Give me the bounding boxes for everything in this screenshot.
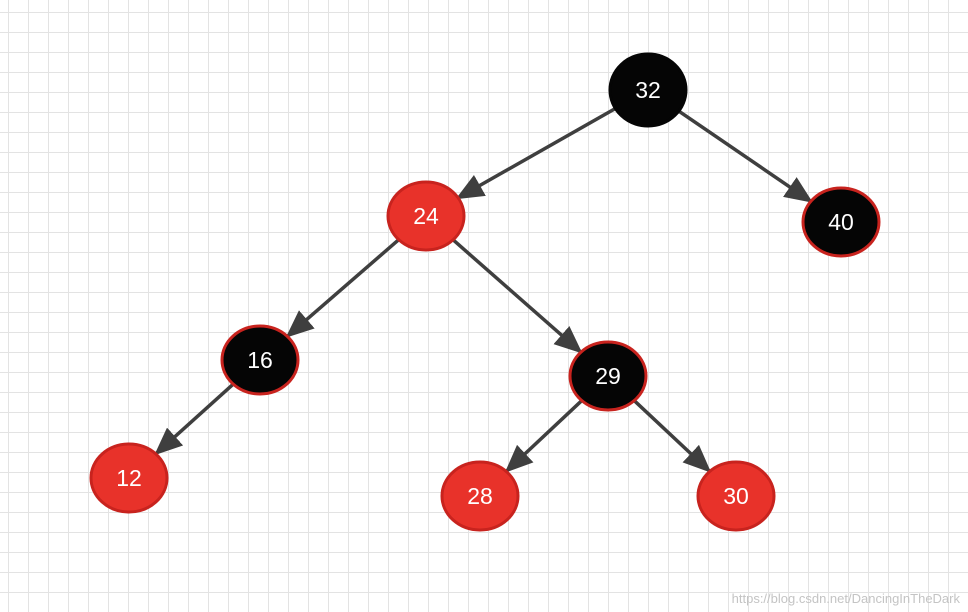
edges-layer — [154, 106, 813, 473]
tree-node-16: 16 — [220, 324, 300, 396]
node-label-16: 16 — [247, 347, 273, 373]
node-circle-30 — [696, 460, 776, 532]
node-circle-29 — [568, 340, 648, 412]
node-label-40: 40 — [828, 209, 854, 235]
node-label-24: 24 — [413, 203, 439, 229]
edge-n24-n29 — [451, 237, 583, 354]
node-label-28: 28 — [467, 483, 493, 509]
edge-n29-n30 — [632, 398, 712, 473]
node-circle-16 — [220, 324, 300, 396]
tree-node-40: 40 — [801, 186, 881, 258]
node-circle-28 — [440, 460, 520, 532]
node-label-12: 12 — [116, 465, 142, 491]
node-label-29: 29 — [595, 363, 621, 389]
tree-node-29: 29 — [568, 340, 648, 412]
edge-n32-n24 — [455, 106, 617, 200]
tree-node-32: 32 — [608, 52, 688, 128]
edge-n16-n12 — [154, 382, 236, 456]
node-circle-12 — [89, 442, 169, 514]
tree-node-12: 12 — [89, 442, 169, 514]
node-label-30: 30 — [723, 483, 749, 509]
tree-node-24: 24 — [386, 180, 466, 252]
tree-node-30: 30 — [696, 460, 776, 532]
edge-n32-n40 — [677, 109, 813, 204]
edge-n24-n16 — [285, 237, 401, 338]
node-label-32: 32 — [635, 77, 661, 103]
tree-node-28: 28 — [440, 460, 520, 532]
nodes-layer: 32 24 40 16 29 12 28 30 — [89, 52, 881, 532]
node-circle-24 — [386, 180, 466, 252]
node-circle-32 — [608, 52, 688, 128]
edge-n29-n28 — [504, 398, 584, 473]
node-circle-40 — [801, 186, 881, 258]
watermark-text: https://blog.csdn.net/DancingInTheDark — [731, 591, 960, 606]
